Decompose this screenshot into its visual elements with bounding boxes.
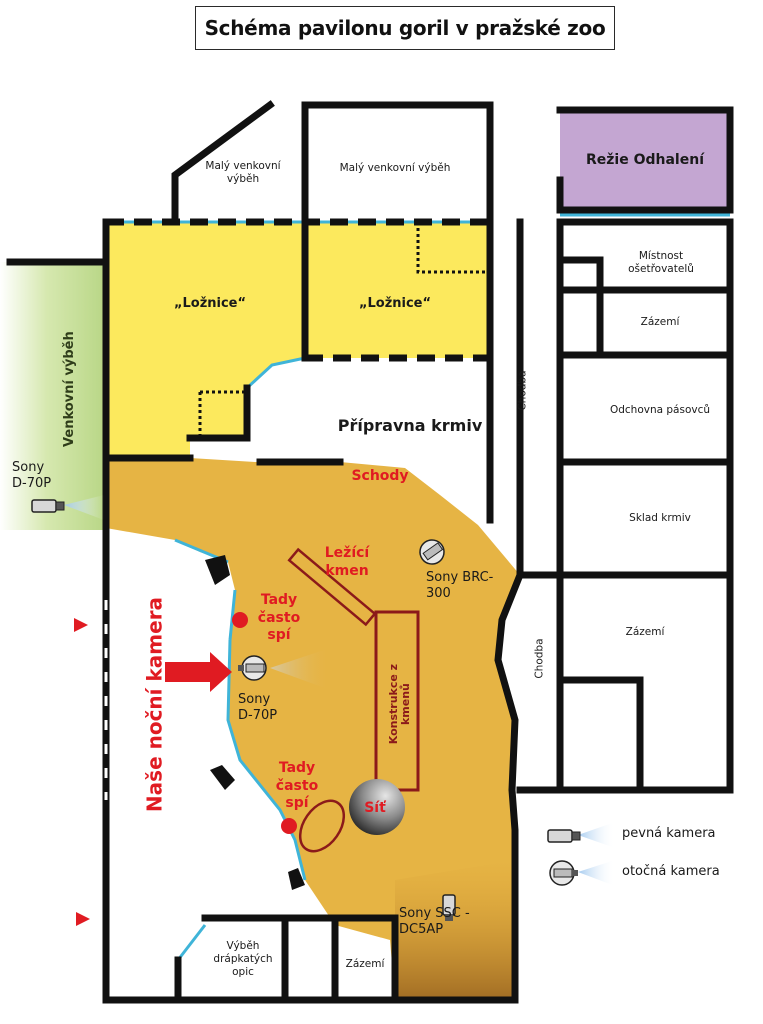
- dashed-walls: [102, 218, 490, 800]
- label-konstrukce: Konstrukce z kmenů: [386, 663, 412, 745]
- camera-label-ssc: Sony SSC - DC5AP: [399, 906, 470, 937]
- label-nase-kamera: Naše noční kamera: [142, 596, 167, 813]
- bedroom-1-area: [106, 222, 305, 458]
- beam-legend-fixed: [578, 822, 615, 848]
- bedroom-2-area: [305, 222, 490, 358]
- room-odchovna: Odchovna pásovců: [609, 404, 711, 416]
- legend-rotating-label: otočná kamera: [622, 864, 720, 879]
- sleeping-spot: [298, 799, 346, 853]
- diagram-title: Schéma pavilonu goril v pražské zoo: [195, 6, 615, 50]
- label-lezici-kmen: Ležící kmen: [324, 545, 370, 579]
- label-schody: Schody: [351, 468, 409, 484]
- room-maly-vybeh-2: Malý venkovní výběh: [339, 162, 451, 174]
- sleep-dot-2: [281, 818, 297, 834]
- main-enclosure-area: [106, 458, 520, 1000]
- net-sphere: [349, 779, 405, 835]
- room-pripravna: Přípravna krmiv: [337, 416, 483, 435]
- room-chodba-2: Chodba: [533, 638, 546, 679]
- outdoor-enclosure-area: [0, 262, 104, 530]
- pillars: [205, 555, 305, 890]
- room-sklad: Sklad krmiv: [629, 512, 691, 524]
- dotted-fences: [198, 222, 490, 438]
- legend-fixed-label: pevná kamera: [622, 826, 716, 841]
- label-tady-spi-1: Tady často spí: [257, 592, 301, 643]
- room-zazemi-3: Zázemí: [345, 958, 385, 970]
- room-chodba-1: Chodba: [516, 370, 529, 411]
- lying-log: [287, 547, 377, 627]
- room-venkovni-vybeh: Venkovní výběh: [61, 331, 77, 447]
- entrance-marker-2: [76, 912, 90, 926]
- entrance-marker-1: [74, 618, 88, 632]
- room-mistnost: Místnost ošetřovatelů: [628, 250, 694, 276]
- enclosure-shadow: [395, 860, 515, 1000]
- rezie-area: [560, 110, 730, 210]
- red-arrow: [165, 652, 232, 692]
- room-maly-vybeh-1: Malý venkovní výběh: [205, 160, 281, 186]
- beam-d70p-1: [64, 495, 104, 520]
- room-loznice-1: „Ložnice“: [173, 296, 247, 311]
- room-loznice-2: „Ložnice“: [358, 296, 432, 311]
- fixed-camera-icon: [31, 499, 65, 513]
- label-tady-spi-2: Tady často spí: [275, 760, 319, 811]
- camera-label-d70p-2: Sony D-70P: [238, 692, 278, 723]
- room-zazemi-2: Zázemí: [625, 626, 665, 638]
- camera-label-brc300: Sony BRC-300: [426, 570, 494, 601]
- beam-d70p-2: [270, 648, 330, 690]
- camera-label-d70p-1: Sony D-70P: [12, 460, 52, 491]
- label-sit: Síť: [364, 800, 386, 816]
- room-vybeh-drapkatych: Výběh drápkatých opic: [213, 940, 273, 979]
- rotating-camera-icon: [238, 655, 267, 681]
- sleep-dot-1: [232, 612, 248, 628]
- legend-fixed-camera-icon: [547, 829, 581, 843]
- room-zazemi-1: Zázemí: [640, 316, 680, 328]
- room-rezie: Režie Odhalení: [586, 152, 704, 168]
- rotating-camera-icon: [419, 539, 445, 565]
- legend-rotating-camera-icon: [549, 860, 578, 886]
- beam-legend-rotating: [578, 860, 615, 886]
- fixed-camera-icon: [442, 894, 456, 921]
